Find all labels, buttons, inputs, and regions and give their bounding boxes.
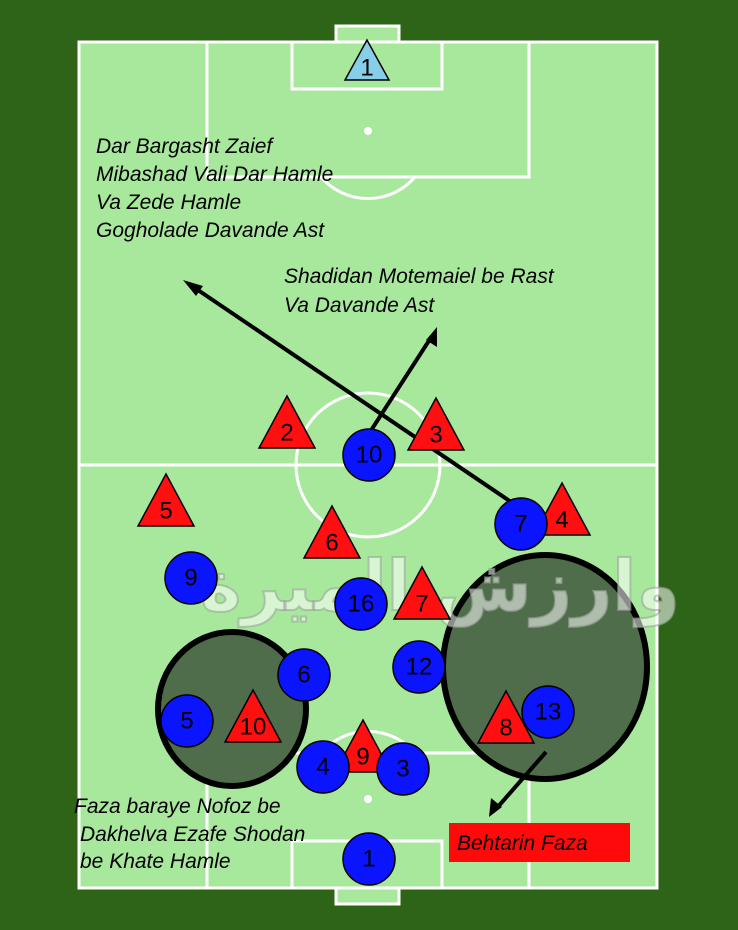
red-player-9: 9	[333, 718, 393, 773]
center-circle	[294, 391, 442, 539]
red-player-marker	[223, 688, 283, 743]
note-top-right-1: Shadidan Motemaiel be Rast	[284, 265, 555, 288]
blue-player-number: 3	[396, 756, 409, 783]
top-penalty-arc	[319, 176, 417, 200]
blue-player-marker	[376, 742, 430, 796]
red-player-5: 5	[136, 472, 196, 527]
red-player-marker	[257, 394, 317, 449]
red-player-marker	[136, 472, 196, 527]
red-player-number: 10	[240, 714, 267, 741]
blue-player-number: 7	[514, 511, 527, 538]
blue-player-number: 1	[362, 846, 375, 873]
best-space-label: Behtarin Faza	[457, 832, 588, 855]
arrow-center-forward	[368, 334, 434, 434]
note-bottom-left-1: Faza baraye Nofoz be	[74, 795, 281, 818]
blue-player-marker	[296, 740, 350, 794]
blue-team: 10 7 9 16 6 12 5 13 4 3 1	[160, 428, 575, 886]
arrow-long-diagonal	[190, 284, 522, 510]
red-player-number: 5	[159, 498, 172, 525]
blue-player-marker	[342, 832, 396, 886]
keeper-top-number: 1	[360, 55, 373, 82]
red-player-4: 4	[532, 481, 592, 536]
red-player-marker	[302, 504, 362, 559]
red-player-marker	[532, 481, 592, 536]
red-player-number: 4	[555, 507, 568, 534]
note-top-left-3: Va Zede Hamle	[96, 191, 241, 214]
bottom-goal	[334, 886, 401, 906]
blue-player-number: 12	[406, 654, 433, 681]
blue-player-1: 1	[342, 832, 396, 886]
red-player-number: 7	[415, 591, 428, 618]
blue-player-marker	[164, 551, 218, 605]
arrowhead-center-forward	[426, 327, 437, 347]
blue-player-marker	[277, 648, 331, 702]
note-top-left-1: Dar Bargasht Zaief	[96, 135, 274, 158]
note-top-right-2: Va Davande Ast	[284, 294, 435, 317]
blue-player-number: 10	[356, 442, 383, 469]
red-player-6: 6	[302, 504, 362, 559]
blue-player-16: 16	[334, 577, 388, 631]
keeper-top-marker	[343, 38, 391, 81]
blue-player-10: 10	[342, 428, 396, 482]
note-top-left-4: Gogholade Davande Ast	[96, 219, 325, 242]
blue-player-9: 9	[164, 551, 218, 605]
blue-player-marker	[392, 640, 446, 694]
note-top-left-2: Mibashad Vali Dar Hamle	[96, 163, 333, 186]
note-bottom-left-2: Dakhelva Ezafe Shodan	[80, 823, 305, 846]
red-team: 2 3 5 6 4 7 10 8 9	[136, 394, 592, 773]
red-player-marker	[406, 396, 466, 451]
best-space-box	[449, 823, 630, 862]
red-player-number: 2	[280, 420, 293, 447]
blue-player-number: 6	[297, 662, 310, 689]
blue-player-marker	[494, 497, 548, 551]
red-player-7: 7	[392, 565, 452, 620]
red-player-2: 2	[257, 394, 317, 449]
blue-player-5: 5	[160, 694, 214, 748]
red-player-number: 6	[325, 530, 338, 557]
blue-player-number: 5	[180, 708, 193, 735]
blue-player-13: 13	[521, 685, 575, 739]
blue-player-7: 7	[494, 497, 548, 551]
top-penalty-spot	[364, 127, 372, 135]
red-player-3: 3	[406, 396, 466, 451]
blue-player-marker	[521, 685, 575, 739]
blue-player-12: 12	[392, 640, 446, 694]
blue-player-marker	[160, 694, 214, 748]
blue-player-4: 4	[296, 740, 350, 794]
blue-player-number: 16	[348, 591, 375, 618]
blue-player-number: 9	[184, 565, 197, 592]
blue-player-marker	[342, 428, 396, 482]
red-player-marker	[476, 689, 536, 744]
arrowhead-long-diagonal	[183, 280, 203, 296]
arrow-best-space	[494, 750, 548, 811]
zone-left	[155, 629, 309, 789]
red-player-10: 10	[223, 688, 283, 743]
blue-player-number: 13	[535, 699, 562, 726]
bottom-penalty-spot	[364, 795, 372, 803]
blue-player-marker	[334, 577, 388, 631]
blue-player-3: 3	[376, 742, 430, 796]
red-player-8: 8	[476, 689, 536, 744]
red-player-marker	[333, 718, 393, 773]
blue-player-6: 6	[277, 648, 331, 702]
keeper-top: 1	[343, 38, 391, 82]
arrowhead-best-space	[489, 798, 502, 817]
red-player-marker	[392, 565, 452, 620]
red-player-number: 8	[499, 715, 512, 742]
red-player-number: 9	[356, 744, 369, 771]
blue-player-number: 4	[316, 754, 329, 781]
red-player-number: 3	[429, 422, 442, 449]
note-bottom-left-3: be Khate Hamle	[80, 850, 231, 873]
